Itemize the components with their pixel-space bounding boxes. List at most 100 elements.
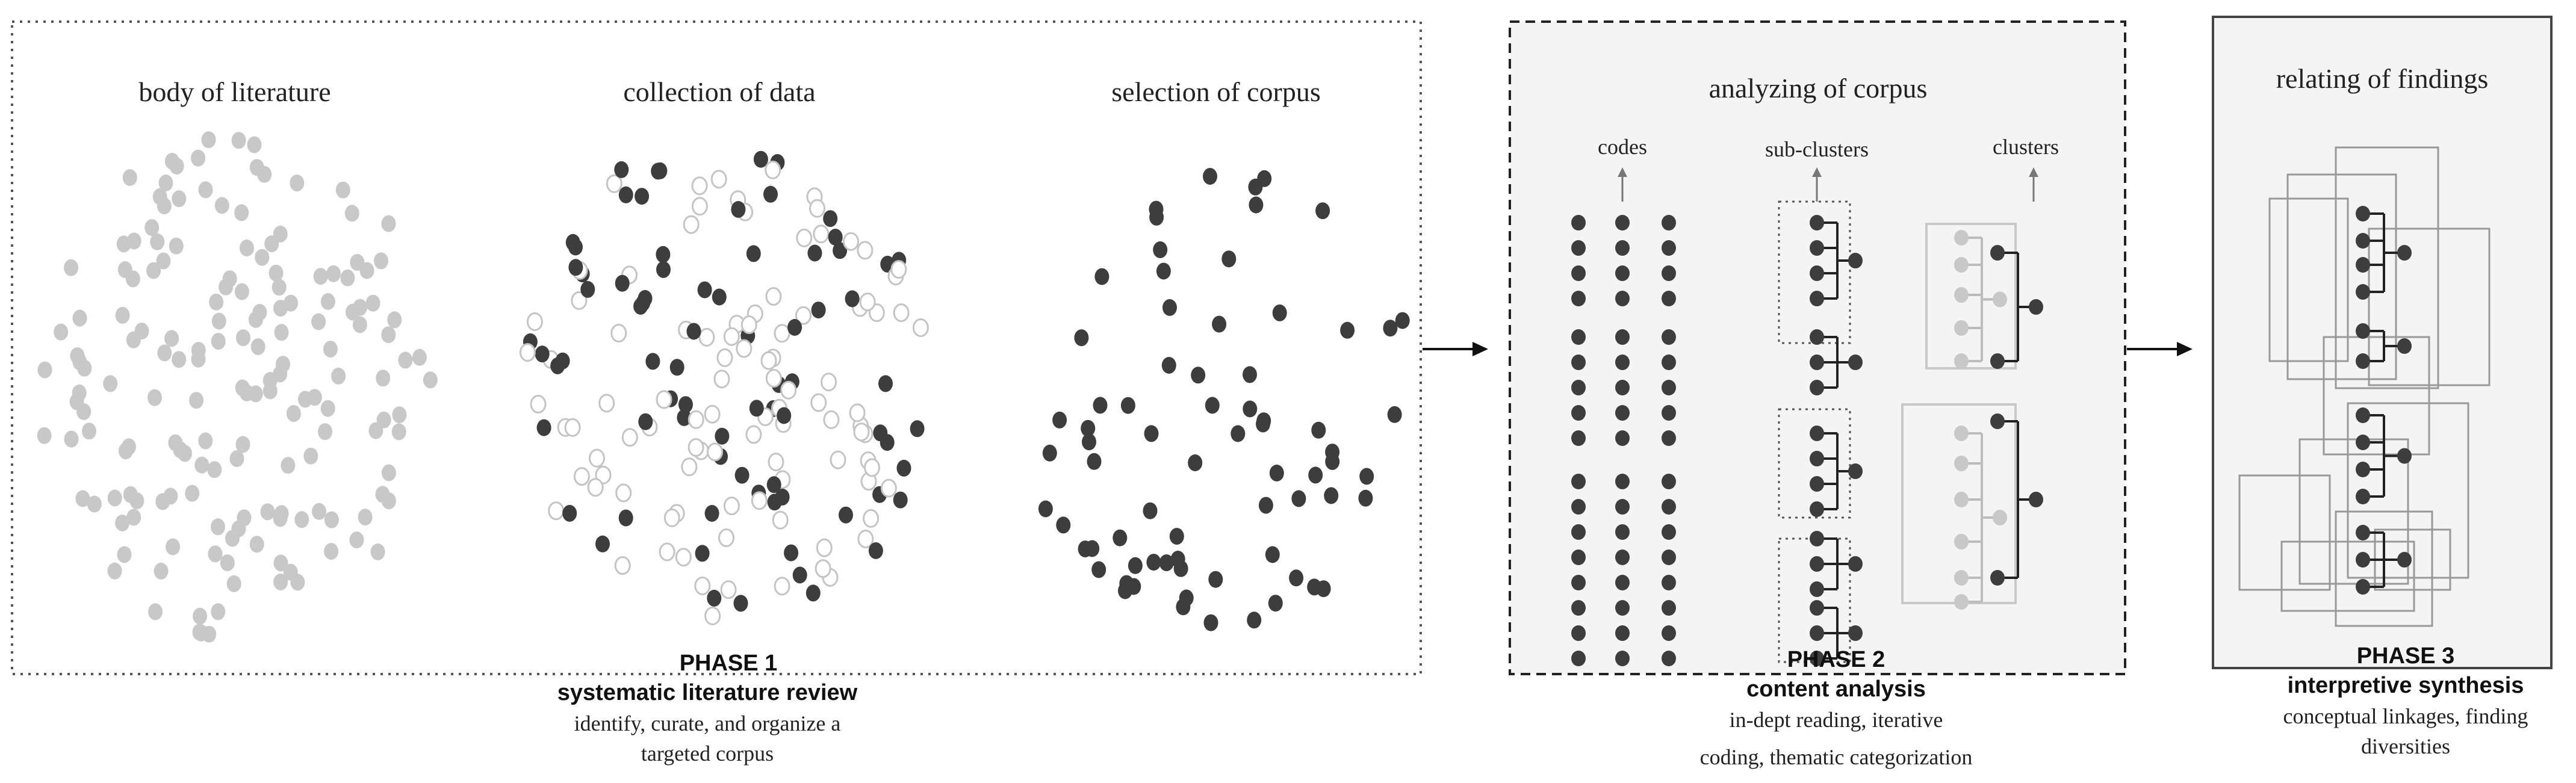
selected-dot bbox=[1091, 561, 1106, 578]
unselected-dot bbox=[857, 241, 874, 260]
literature-dot bbox=[398, 351, 413, 369]
literature-dot bbox=[122, 169, 137, 186]
phase2-frame bbox=[1509, 20, 2126, 675]
code-dot bbox=[1615, 600, 1630, 616]
literature-dot bbox=[209, 293, 224, 311]
unselected-dot bbox=[765, 369, 782, 388]
selected-dot bbox=[1203, 168, 1217, 185]
literature-dot bbox=[273, 574, 288, 590]
code-dot bbox=[1662, 524, 1676, 540]
unselected-dot bbox=[659, 542, 675, 562]
literature-dot bbox=[147, 389, 162, 406]
code-dot bbox=[1615, 329, 1630, 345]
cluster-member-dot bbox=[1990, 353, 2005, 369]
selected-dot bbox=[1308, 466, 1323, 484]
cluster-member-dot bbox=[1810, 354, 1824, 370]
selected-dot bbox=[677, 409, 692, 426]
selected-dot bbox=[1082, 433, 1096, 451]
code-dot bbox=[1615, 354, 1630, 370]
cluster-member-dot bbox=[1810, 476, 1824, 492]
code-dot bbox=[1615, 549, 1630, 565]
literature-dot bbox=[281, 457, 296, 474]
cluster-member-dot bbox=[1810, 556, 1824, 572]
literature-dot bbox=[294, 511, 309, 528]
cluster-node-dot bbox=[1848, 625, 1863, 641]
literature-dot bbox=[198, 432, 213, 450]
literature-dot bbox=[387, 311, 402, 329]
unselected-dot bbox=[863, 509, 880, 528]
unselected-dot bbox=[853, 422, 870, 442]
phase2-col-subclusters: sub-clusters bbox=[1765, 137, 1869, 161]
finding-dot bbox=[2356, 233, 2370, 249]
unselected-dot bbox=[723, 497, 740, 516]
code-dot bbox=[1571, 291, 1586, 306]
code-dot bbox=[1662, 380, 1676, 395]
code-dot bbox=[1571, 215, 1586, 231]
unselected-dot bbox=[740, 315, 757, 334]
finding-node-dot bbox=[2397, 448, 2412, 464]
linkage-path bbox=[2335, 510, 2433, 627]
selected-dot bbox=[555, 352, 570, 370]
selected-dot bbox=[1265, 546, 1280, 563]
literature-dot bbox=[340, 269, 355, 286]
phase2-desc-line1: in-dept reading, iterative bbox=[1730, 708, 1943, 732]
literature-dot bbox=[290, 175, 305, 192]
unselected-dot bbox=[859, 292, 876, 312]
cluster-member-dot bbox=[1954, 534, 1969, 549]
literature-dot bbox=[64, 259, 79, 276]
selected-dot bbox=[1315, 202, 1330, 220]
literature-dot bbox=[326, 265, 341, 282]
selected-dot bbox=[1208, 571, 1223, 588]
literature-dot bbox=[353, 299, 368, 316]
selected-dot bbox=[839, 506, 853, 524]
literature-dot bbox=[129, 492, 144, 510]
literature-dot bbox=[273, 554, 288, 572]
cluster-member-dot bbox=[1954, 257, 1969, 273]
literature-dot bbox=[234, 283, 249, 300]
literature-dot bbox=[247, 136, 262, 153]
selected-dot bbox=[777, 407, 792, 424]
literature-dot bbox=[87, 495, 102, 513]
selected-dot bbox=[1324, 487, 1339, 504]
literature-dot bbox=[54, 323, 69, 341]
unselected-dot bbox=[519, 343, 536, 362]
unselected-dot bbox=[691, 197, 708, 216]
literature-dot bbox=[146, 262, 161, 279]
literature-dot bbox=[211, 518, 225, 536]
selected-dot bbox=[734, 466, 750, 484]
literature-dot bbox=[229, 450, 244, 468]
literature-dot bbox=[126, 509, 141, 526]
selected-dot bbox=[1358, 489, 1373, 507]
unselected-dot bbox=[606, 174, 622, 193]
unselected-dot bbox=[698, 327, 715, 347]
selected-dot bbox=[873, 424, 888, 442]
literature-dot bbox=[156, 252, 171, 270]
literature-dot bbox=[235, 436, 250, 453]
selected-dot bbox=[1161, 357, 1176, 374]
selected-dot bbox=[1249, 196, 1264, 214]
literature-dot bbox=[222, 270, 237, 288]
literature-dot bbox=[249, 159, 264, 176]
literature-dot bbox=[335, 181, 350, 199]
unselected-dot bbox=[815, 559, 831, 578]
literature-dot bbox=[349, 531, 364, 549]
unselected-dot bbox=[760, 351, 777, 370]
code-dot bbox=[1615, 405, 1630, 421]
selected-dot bbox=[1143, 502, 1158, 519]
cluster-member-dot bbox=[1810, 651, 1824, 666]
code-dot bbox=[1571, 499, 1586, 515]
linkage-path bbox=[2347, 402, 2469, 579]
code-dot bbox=[1662, 499, 1676, 515]
selected-dot bbox=[695, 545, 710, 562]
selection-of-corpus-dots bbox=[1038, 168, 1410, 631]
linkage-path bbox=[2280, 540, 2415, 612]
unselected-dot bbox=[880, 478, 897, 498]
literature-dot bbox=[211, 312, 226, 330]
literature-dot bbox=[312, 503, 327, 520]
code-dot bbox=[1571, 549, 1586, 565]
literature-dot bbox=[157, 344, 172, 362]
selected-dot bbox=[1269, 465, 1284, 481]
selected-dot bbox=[715, 427, 730, 445]
selected-dot bbox=[1093, 397, 1108, 414]
